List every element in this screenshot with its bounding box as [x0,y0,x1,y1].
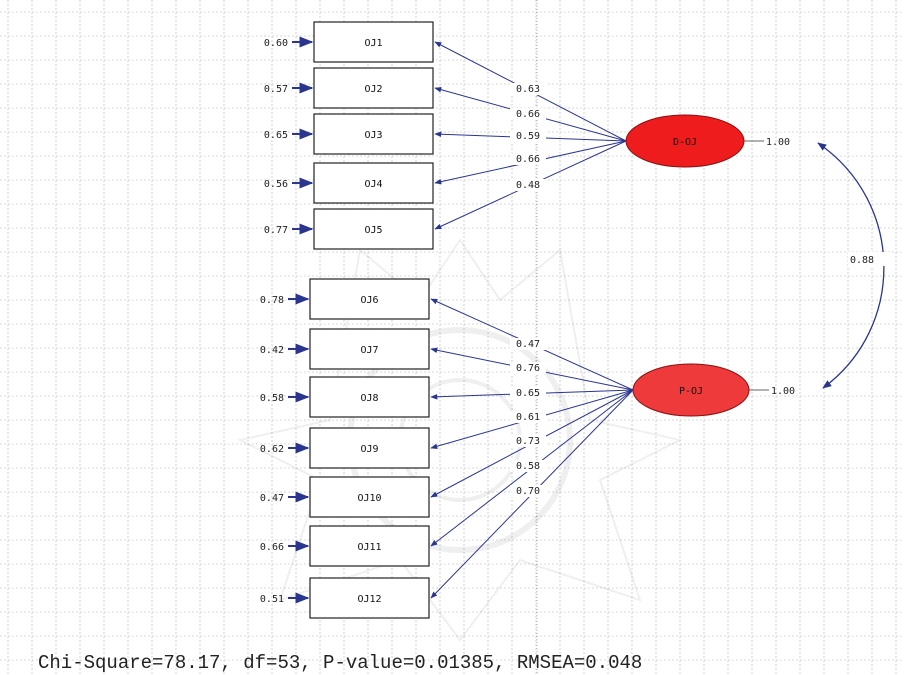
observed-box [313,208,434,250]
loading-label: 0.66 [516,109,540,120]
observed-variable-oj3: OJ3 [313,113,434,155]
loading-label-bg [510,83,546,95]
loading-label-bg [510,435,546,447]
error-variance-label: 0.51 [260,594,284,605]
correlation-label-bg [848,252,890,266]
observed-variable-oj4: OJ4 [313,162,434,204]
loading-label: 0.59 [516,131,540,142]
loading-label: 0.76 [516,363,540,374]
latent-ellipse [625,114,745,168]
observed-label: OJ5 [364,225,382,236]
latent-variance-label: 1.00 [766,137,790,148]
observed-box [309,476,430,518]
loading-label-bg [510,108,546,120]
observed-label: OJ4 [364,179,382,190]
observed-label: OJ10 [357,493,381,504]
loading-label: 0.47 [516,339,540,350]
observed-box [309,577,430,619]
observed-box [313,67,434,109]
observed-variable-oj12: OJ12 [309,577,430,619]
diagram-nodes: OJ10.60OJ20.57OJ30.65OJ40.56OJ50.77OJ60.… [260,21,890,619]
error-variance-label: 0.58 [260,393,284,404]
loading-label: 0.63 [516,84,540,95]
loading-label: 0.61 [516,412,540,423]
error-variance-label: 0.62 [260,444,284,455]
loading-label-bg [510,153,546,165]
latent-variable-p-oj: P-OJ [632,363,750,417]
latent-label: D-OJ [673,137,697,148]
correlation-label: 0.88 [850,255,874,266]
observed-box [309,525,430,567]
error-variance-label: 0.77 [264,225,288,236]
fit-statistics: Chi-Square=78.17, df=53, P-value=0.01385… [38,652,642,674]
observed-box [309,427,430,469]
observed-label: OJ7 [360,345,378,356]
observed-variable-oj5: OJ5 [313,208,434,250]
observed-label: OJ9 [360,444,378,455]
observed-variable-oj10: OJ10 [309,476,430,518]
loading-label-bg [510,387,546,399]
loading-label-bg [510,485,546,497]
loading-label: 0.65 [516,388,540,399]
loading-label: 0.58 [516,461,540,472]
loading-label-bg [510,338,546,350]
observed-variable-oj1: OJ1 [313,21,434,63]
loading-label-bg [510,411,546,423]
observed-variable-oj7: OJ7 [309,328,430,370]
loading-label-bg [510,460,546,472]
observed-label: OJ2 [364,84,382,95]
observed-variable-oj8: OJ8 [309,376,430,418]
observed-box [313,162,434,204]
latent-variance-label: 1.00 [771,386,795,397]
error-variance-label: 0.66 [260,542,284,553]
observed-box [309,278,430,320]
error-variance-label: 0.60 [264,38,288,49]
error-variance-label: 0.65 [264,130,288,141]
loading-label: 0.66 [516,154,540,165]
observed-box [313,113,434,155]
latent-ellipse [632,363,750,417]
observed-box [309,328,430,370]
latent-label: P-OJ [679,386,703,397]
error-variance-label: 0.56 [264,179,288,190]
observed-label: OJ6 [360,295,378,306]
latent-variable-d-oj: D-OJ [625,114,745,168]
loading-label-bg [510,130,546,142]
observed-label: OJ3 [364,130,382,141]
observed-label: OJ11 [357,542,381,553]
loading-label-bg [510,179,546,191]
observed-variable-oj11: OJ11 [309,525,430,567]
loading-label: 0.70 [516,486,540,497]
error-variance-label: 0.78 [260,295,284,306]
error-variance-label: 0.42 [260,345,284,356]
observed-label: OJ8 [360,393,378,404]
observed-box [313,21,434,63]
observed-variable-oj9: OJ9 [309,427,430,469]
observed-variable-oj6: OJ6 [309,278,430,320]
error-variance-label: 0.47 [260,493,284,504]
loading-label: 0.73 [516,436,540,447]
loading-label: 0.48 [516,180,540,191]
observed-box [309,376,430,418]
observed-label: OJ12 [357,594,381,605]
observed-label: OJ1 [364,38,382,49]
loading-label-bg [510,362,546,374]
observed-variable-oj2: OJ2 [313,67,434,109]
error-variance-label: 0.57 [264,84,288,95]
